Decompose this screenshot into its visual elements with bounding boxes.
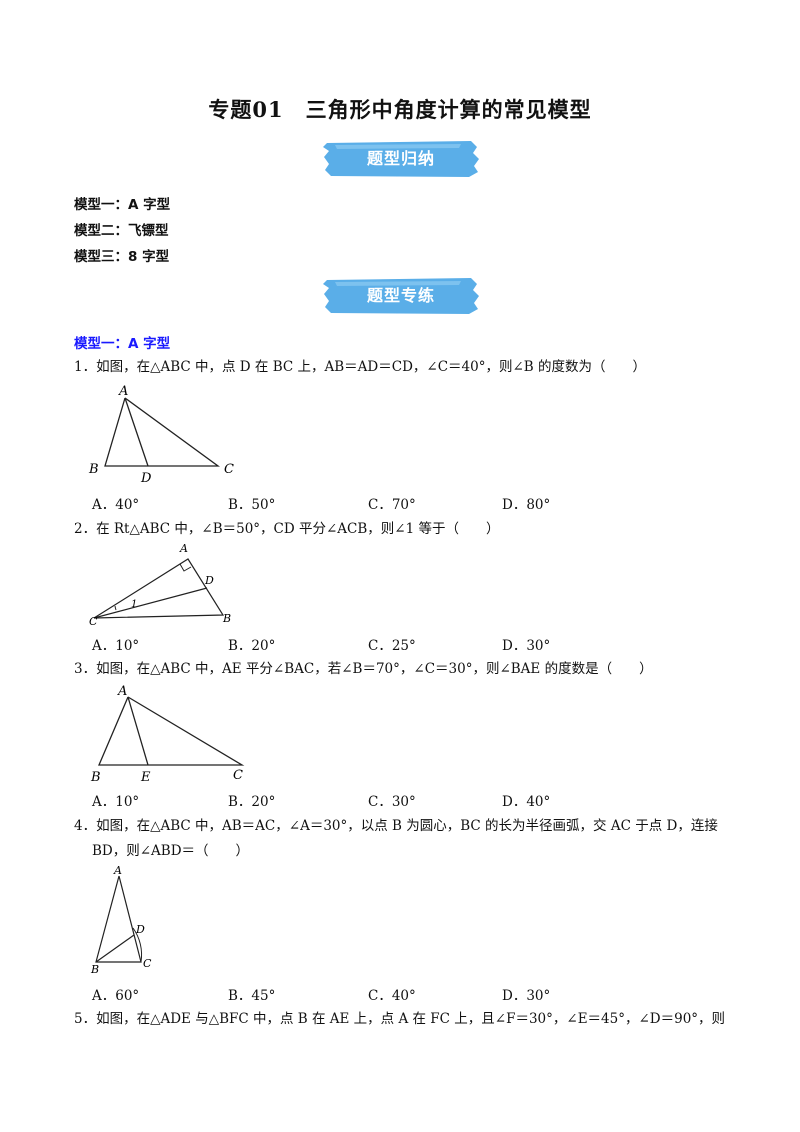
model-2-line: 模型二：飞镖型: [74, 223, 169, 239]
question-3-figure: A B E C: [90, 684, 245, 785]
question-2-figure: A D C B 1: [89, 542, 231, 626]
option-c[interactable]: C．30°: [368, 794, 416, 810]
label-D: D: [204, 574, 214, 587]
label-D: D: [140, 471, 152, 486]
option-a[interactable]: A．10°: [92, 794, 140, 810]
option-b[interactable]: B．45°: [228, 988, 276, 1004]
label-A: A: [113, 864, 122, 877]
label-A: A: [117, 684, 127, 699]
label-A: A: [118, 384, 128, 399]
option-d[interactable]: D．40°: [502, 794, 551, 810]
option-d[interactable]: D．30°: [502, 988, 551, 1004]
question-3-text: 3．如图，在△ABC 中，AE 平分∠BAC，若∠B＝70°，∠C＝30°，则∠…: [74, 661, 653, 677]
option-a[interactable]: A．40°: [92, 497, 140, 513]
question-4-text-cont: BD，则∠ABD＝（ ）: [92, 843, 250, 859]
label-A: A: [179, 542, 188, 555]
label-B: B: [90, 963, 99, 976]
summary-banner: 题型归纳: [321, 139, 481, 179]
option-a[interactable]: A．10°: [92, 638, 140, 654]
practice-banner: 题型专练: [321, 276, 481, 316]
section-heading: 模型一：A 字型: [74, 336, 171, 352]
question-1-text: 1．如图，在△ABC 中，点 D 在 BC 上，AB＝AD＝CD，∠C＝40°，…: [74, 359, 646, 375]
question-4-figure: A D B C: [90, 864, 152, 976]
option-a[interactable]: A．60°: [92, 988, 140, 1004]
option-c[interactable]: C．70°: [368, 497, 416, 513]
model-3-line: 模型三：8 字型: [74, 249, 170, 265]
option-b[interactable]: B．50°: [228, 497, 276, 513]
option-d[interactable]: D．30°: [502, 638, 551, 654]
label-B: B: [222, 612, 231, 625]
label-C: C: [233, 768, 243, 783]
question-4-text: 4．如图，在△ABC 中，AB＝AC，∠A＝30°，以点 B 为圆心，BC 的长…: [74, 818, 718, 834]
question-5-text: 5．如图，在△ADE 与△BFC 中，点 B 在 AE 上，点 A 在 FC 上…: [74, 1011, 726, 1027]
option-c[interactable]: C．25°: [368, 638, 416, 654]
label-B: B: [90, 770, 101, 785]
option-b[interactable]: B．20°: [228, 638, 276, 654]
label-C: C: [143, 957, 152, 970]
practice-banner-label: 题型专练: [366, 286, 435, 305]
question-2-text: 2．在 Rt△ABC 中，∠B＝50°，CD 平分∠ACB，则∠1 等于（ ）: [74, 521, 500, 537]
label-C: C: [89, 615, 98, 626]
label-C: C: [224, 462, 234, 477]
brush-banner-shape: [323, 141, 479, 177]
option-c[interactable]: C．40°: [368, 988, 416, 1004]
brush-banner-shape: [323, 278, 479, 314]
option-d[interactable]: D．80°: [502, 497, 551, 513]
label-E: E: [140, 770, 151, 785]
label-B: B: [88, 462, 99, 477]
label-D: D: [135, 923, 145, 936]
page-title: 专题01 三角形中角度计算的常见模型: [208, 97, 592, 122]
model-1-line: 模型一：A 字型: [74, 197, 171, 213]
angle-1-label: 1: [131, 599, 137, 610]
option-b[interactable]: B．20°: [228, 794, 276, 810]
summary-banner-label: 题型归纳: [366, 149, 435, 168]
question-1-figure: A B D C: [88, 384, 234, 486]
